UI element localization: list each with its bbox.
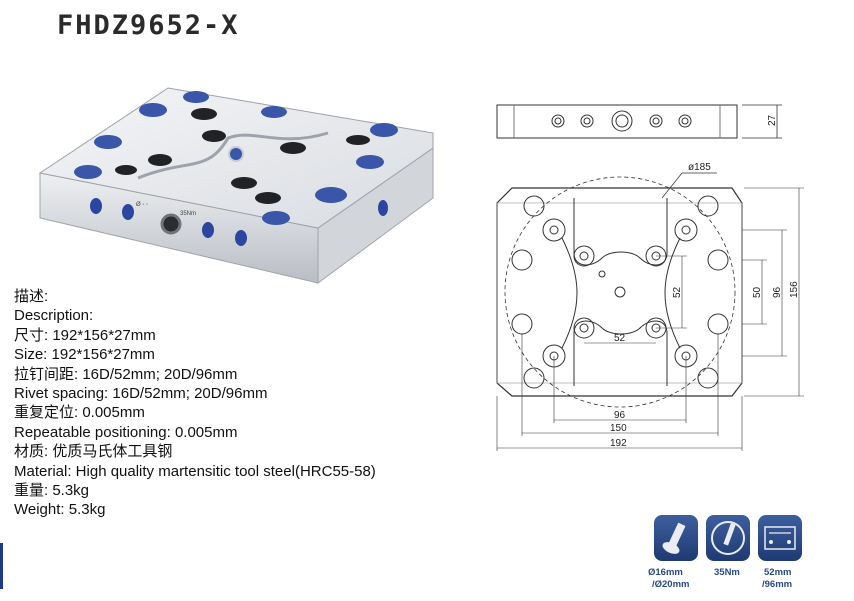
dim-192: 192 [610,438,627,449]
dim-diameter: ø185 [688,162,711,173]
dim-96-horizontal: 96 [614,410,626,421]
spec-line: 拉钉间距: 16D/52mm; 20D/96mm [14,365,238,383]
dim-96-vertical: 96 [772,286,783,298]
plan-view-drawing: ø185 52 50 96 156 52 96 150 192 [496,162,804,451]
spec-line: 尺寸: 192*156*27mm [14,326,156,344]
torque-icon [706,515,750,561]
spec-line: 材质: 优质马氏体工具钢 [14,443,173,461]
spec-line: Rivet spacing: 16D/52mm; 20D/96mm [14,385,268,403]
dim-52-vertical: 52 [672,286,683,298]
spec-line: Description: [14,307,94,325]
spacing-caption-2: /96mm [762,579,793,590]
dim-150: 150 [610,423,627,434]
product-image: Ø ◦ ◦ 35Nm [38,87,434,284]
side-view-drawing: 27 [496,104,782,139]
side-label-right: 35Nm [180,211,196,217]
spec-line: Size: 192*156*27mm [14,346,155,364]
spec-line: 重复定位: 0.005mm [14,404,145,422]
spec-line: Repeatable positioning: 0.005mm [14,423,238,441]
dim-50: 50 [752,286,763,298]
spacing-icon [758,515,802,561]
spec-list: 描述: Description: 尺寸: 192*156*27mm Size: … [14,287,376,520]
rivet-caption-1: Ø16mm [648,567,683,578]
dim-156: 156 [789,281,800,298]
spec-line: Weight: 5.3kg [14,501,106,519]
side-label-left: Ø ◦ ◦ [136,202,148,208]
spec-line: 重量: 5.3kg [14,482,90,500]
rivet-caption-2: /Ø20mm [652,579,690,590]
dim-height: 27 [767,114,778,126]
dim-52-horizontal: 52 [614,333,626,344]
edge-accent-bar [0,543,3,589]
spacing-caption-1: 52mm [764,567,792,578]
spec-line: Material: High quality martensitic tool … [14,462,376,480]
torque-caption: 35Nm [714,567,740,578]
rivet-icon [654,515,698,561]
product-title: FHDZ9652-X [57,10,240,41]
spec-line: 描述: [14,288,49,305]
